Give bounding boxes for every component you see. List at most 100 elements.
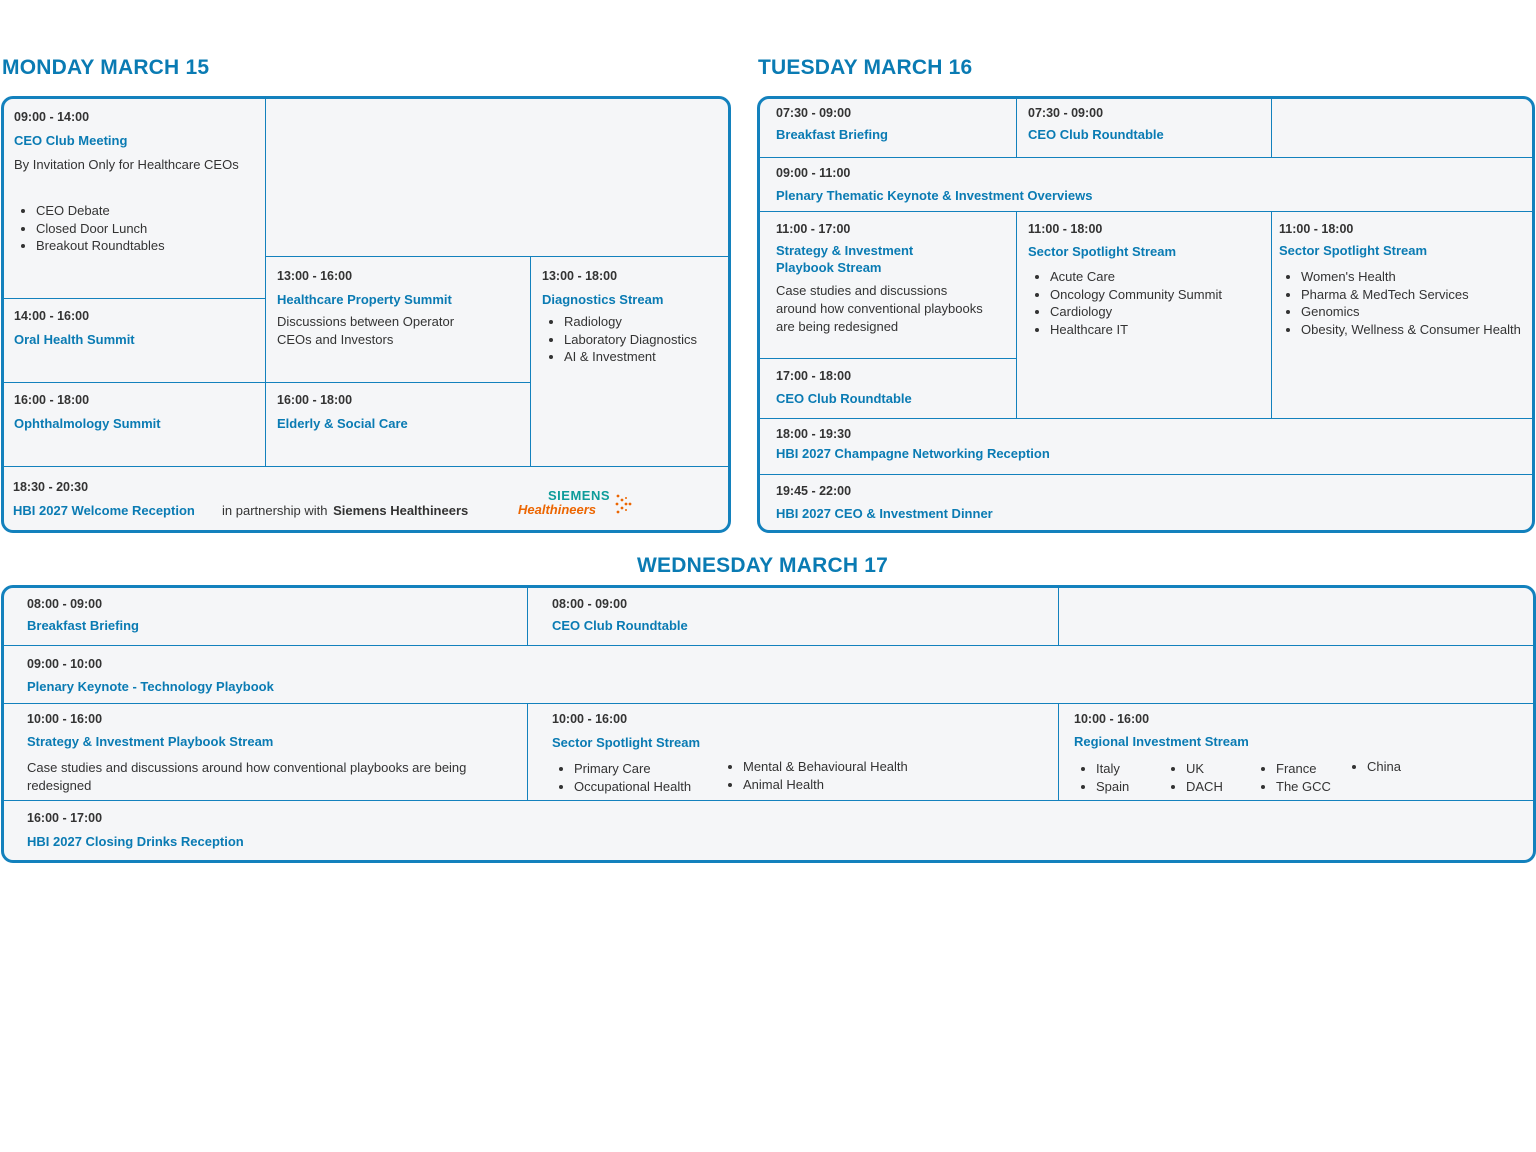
tue-plenary-session: 09:00 - 11:00 Plenary Thematic Keynote &…	[760, 157, 1532, 211]
healthineers-dots-icon	[615, 494, 632, 514]
list-item: Italy	[1096, 760, 1129, 778]
tuesday-title: TUESDAY MARCH 16	[758, 56, 973, 79]
wed-regional-investment-session: 10:00 - 16:00 Regional Investment Stream…	[1058, 703, 1533, 800]
tuesday-board: 07:30 - 09:00 Breakfast Briefing 07:30 -…	[757, 96, 1535, 533]
session-time: 11:00 - 18:00	[1028, 222, 1103, 236]
session-bullet-list: Mental & Behavioural Health Animal Healt…	[722, 758, 908, 793]
session-title: CEO Club Roundtable	[552, 618, 688, 633]
wednesday-board: 08:00 - 09:00 Breakfast Briefing 08:00 -…	[1, 585, 1536, 863]
siemens-logo-wordmark: SIEMENS	[548, 488, 611, 503]
partner-name: Siemens Healthineers	[333, 503, 469, 518]
session-title: Diagnostics Stream	[542, 292, 664, 307]
wed-sector-spotlight-session: 10:00 - 16:00 Sector Spotlight Stream Pr…	[527, 703, 1058, 800]
session-title: Sector Spotlight Stream	[1028, 244, 1177, 259]
session-title: Breakfast Briefing	[27, 618, 139, 633]
list-item: Obesity, Wellness & Consumer Health	[1301, 321, 1532, 339]
list-item: China	[1367, 758, 1401, 776]
session-title: Breakfast Briefing	[776, 127, 888, 142]
session-time: 11:00 - 18:00	[1279, 222, 1354, 236]
session-title: HBI 2027 Champagne Networking Reception	[776, 446, 1050, 461]
session-title: Ophthalmology Summit	[14, 416, 161, 431]
list-item: Acute Care	[1050, 268, 1222, 286]
session-time: 17:00 - 18:00	[776, 369, 852, 383]
tue-dinner-session: 19:45 - 22:00 HBI 2027 CEO & Investment …	[760, 474, 1532, 530]
session-time: 10:00 - 16:00	[1074, 712, 1150, 726]
region-list: France The GCC	[1255, 760, 1331, 795]
partner-text: in partnership with Siemens Healthineers	[222, 502, 468, 520]
list-item: Laboratory Diagnostics	[564, 331, 697, 349]
list-item: France	[1276, 760, 1331, 778]
session-time: 13:00 - 18:00	[542, 269, 618, 283]
session-time: 08:00 - 09:00	[27, 597, 103, 611]
session-time: 16:00 - 18:00	[277, 393, 353, 407]
list-item: Spain	[1096, 778, 1129, 796]
session-bullet-list: Radiology Laboratory Diagnostics AI & In…	[543, 313, 697, 366]
list-item: Primary Care	[574, 760, 691, 778]
mon-ceo-club-session: 09:00 - 14:00 CEO Club Meeting By Invita…	[4, 99, 265, 298]
session-title: Sector Spotlight Stream	[1279, 243, 1428, 258]
session-time: 10:00 - 16:00	[552, 712, 628, 726]
list-item: Breakout Roundtables	[36, 237, 165, 255]
session-time: 14:00 - 16:00	[14, 309, 90, 323]
session-time: 11:00 - 17:00	[776, 222, 851, 236]
tue-ceo-roundtable-pm-session: 17:00 - 18:00 CEO Club Roundtable	[760, 358, 1016, 418]
wed-breakfast-session: 08:00 - 09:00 Breakfast Briefing	[4, 588, 527, 645]
list-item: DACH	[1186, 778, 1223, 796]
list-item: Women's Health	[1301, 268, 1532, 286]
list-item: Healthcare IT	[1050, 321, 1222, 339]
mon-diagnostics-session: 13:00 - 18:00 Diagnostics Stream Radiolo…	[530, 256, 728, 466]
session-title: Strategy & Investment Playbook Stream	[27, 734, 274, 749]
wed-strategy-session: 10:00 - 16:00 Strategy & Investment Play…	[4, 703, 527, 800]
session-time: 16:00 - 17:00	[27, 811, 103, 825]
session-time: 18:30 - 20:30	[13, 480, 89, 494]
partner-prefix: in partnership with	[222, 503, 328, 518]
mon-welcome-reception-session: 18:30 - 20:30 HBI 2027 Welcome Reception…	[4, 466, 728, 530]
session-bullet-list: CEO Debate Closed Door Lunch Breakout Ro…	[15, 202, 165, 255]
tue-ceo-roundtable-am-session: 07:30 - 09:00 CEO Club Roundtable	[1016, 99, 1271, 157]
tue-sector-spotlight-1-session: 11:00 - 18:00 Sector Spotlight Stream Ac…	[1016, 211, 1271, 418]
session-title: Healthcare Property Summit	[277, 292, 452, 307]
session-description: Case studies and discussions around how …	[27, 760, 467, 793]
session-title-line2: Playbook Stream	[776, 260, 882, 275]
session-description: Discussions between Operator CEOs and In…	[277, 314, 455, 347]
session-time: 13:00 - 16:00	[277, 269, 353, 283]
session-bullet-list: Women's Health Pharma & MedTech Services…	[1280, 268, 1532, 339]
monday-board: 09:00 - 14:00 CEO Club Meeting By Invita…	[1, 96, 731, 533]
wed-closing-reception-session: 16:00 - 17:00 HBI 2027 Closing Drinks Re…	[4, 800, 1533, 860]
session-title: Oral Health Summit	[14, 332, 135, 347]
session-time: 10:00 - 16:00	[27, 712, 103, 726]
session-title: Regional Investment Stream	[1074, 734, 1249, 749]
list-item: Cardiology	[1050, 303, 1222, 321]
wed-plenary-session: 09:00 - 10:00 Plenary Keynote - Technolo…	[4, 645, 1533, 703]
session-time: 19:45 - 22:00	[776, 484, 852, 498]
session-time: 07:30 - 09:00	[776, 106, 852, 120]
healthineers-logo-wordmark: Healthineers	[518, 502, 597, 517]
list-item: Animal Health	[743, 776, 908, 794]
session-time: 18:00 - 19:30	[776, 427, 852, 441]
list-item: The GCC	[1276, 778, 1331, 796]
tue-champagne-reception-session: 18:00 - 19:30 HBI 2027 Champagne Network…	[760, 418, 1532, 474]
session-title: CEO Club Roundtable	[776, 391, 912, 406]
session-description: By Invitation Only for Healthcare CEOs	[14, 157, 239, 172]
wednesday-title: WEDNESDAY MARCH 17	[637, 554, 888, 577]
session-title: HBI 2027 Welcome Reception	[13, 503, 195, 518]
session-title: CEO Club Meeting	[14, 133, 128, 148]
mon-elderly-care-session: 16:00 - 18:00 Elderly & Social Care	[265, 382, 530, 466]
monday-title: MONDAY MARCH 15	[2, 56, 210, 79]
mon-oral-health-session: 14:00 - 16:00 Oral Health Summit	[4, 298, 265, 382]
list-item: CEO Debate	[36, 202, 165, 220]
session-title: Sector Spotlight Stream	[552, 735, 701, 750]
session-title: Elderly & Social Care	[277, 416, 408, 431]
list-item: Occupational Health	[574, 778, 691, 796]
session-title: HBI 2027 Closing Drinks Reception	[27, 834, 244, 849]
session-title: Plenary Thematic Keynote & Investment Ov…	[776, 188, 1093, 203]
wed-ceo-roundtable-session: 08:00 - 09:00 CEO Club Roundtable	[527, 588, 1058, 645]
session-time: 16:00 - 18:00	[14, 393, 90, 407]
list-item: Genomics	[1301, 303, 1532, 321]
region-list: China	[1346, 758, 1401, 776]
list-item: Radiology	[564, 313, 697, 331]
session-time: 07:30 - 09:00	[1028, 106, 1104, 120]
tue-sector-spotlight-2-session: 11:00 - 18:00 Sector Spotlight Stream Wo…	[1271, 211, 1532, 418]
mon-ophthalmology-session: 16:00 - 18:00 Ophthalmology Summit	[4, 382, 265, 466]
region-list: UK DACH	[1165, 760, 1223, 795]
